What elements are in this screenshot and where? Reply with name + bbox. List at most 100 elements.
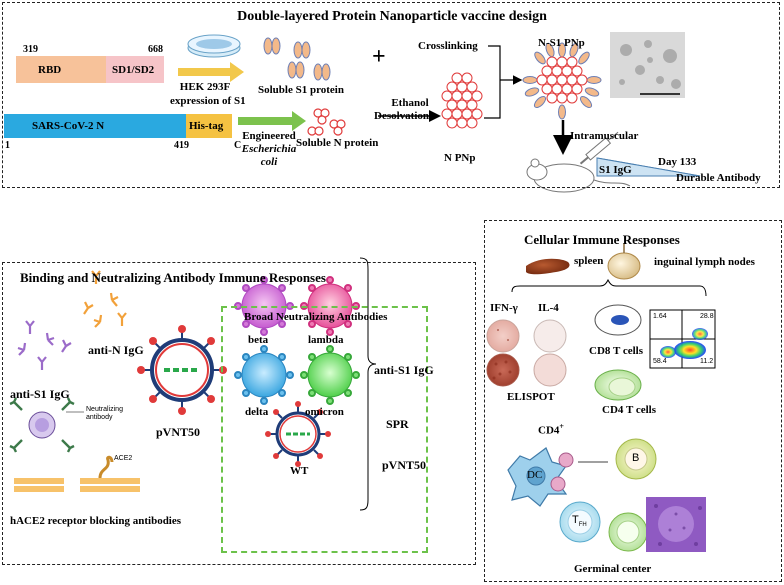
anti-s1-antibodies-icon bbox=[17, 320, 72, 370]
ns1-label: N-S1 PNp bbox=[538, 37, 585, 49]
cd8-tcell-icon bbox=[594, 304, 642, 336]
virus-omicron-icon bbox=[300, 345, 360, 405]
sars-label: SARS-CoV-2 N bbox=[32, 120, 105, 132]
cd4-tcell-icon bbox=[594, 369, 642, 401]
hek-arrow bbox=[178, 62, 244, 82]
mouse-icon bbox=[526, 158, 631, 193]
spr-label: SPR bbox=[386, 417, 409, 431]
ifn-label: IFN-γ bbox=[490, 302, 518, 314]
elispot-wells-icon bbox=[486, 319, 567, 387]
virus-wt-icon bbox=[265, 401, 331, 467]
elispot-label: ELISPOT bbox=[507, 391, 555, 403]
cd4plus-sup: + bbox=[559, 422, 564, 431]
facs-q2: 28.8 bbox=[700, 313, 714, 320]
ecoli-arrow bbox=[238, 111, 306, 131]
dc-label: DC bbox=[527, 469, 543, 481]
lymph-label: inguinal lymph nodes bbox=[654, 256, 755, 268]
hek-label-1: HEK 293F bbox=[179, 81, 231, 93]
cd4plus-text: CD4 bbox=[538, 424, 560, 437]
pos-c: C bbox=[234, 140, 242, 151]
spleen-icon bbox=[526, 258, 570, 275]
n-protein-icons bbox=[307, 108, 346, 136]
cellular-title: Cellular Immune Responses bbox=[524, 232, 680, 247]
binding-title: Binding and Neutralizing Antibody Immune… bbox=[20, 270, 326, 285]
lymph-node-icon bbox=[607, 243, 641, 280]
virus-delta-icon bbox=[234, 345, 294, 405]
anti-n-label: anti-N IgG bbox=[88, 343, 144, 357]
broad-pvnt-label: pVNT50 bbox=[382, 458, 427, 472]
s1igg-label: S1 IgG bbox=[599, 164, 632, 176]
neutralizing-label-2: antibody bbox=[86, 414, 113, 421]
facs-q4: 11.2 bbox=[700, 358, 714, 365]
pvnt-label: pVNT50 bbox=[156, 425, 201, 439]
n-pnp-icon bbox=[441, 72, 483, 129]
intramuscular-label: Intramuscular bbox=[570, 130, 639, 142]
sd-bar: SD1/SD2 bbox=[106, 56, 164, 83]
cd4plus-label: CD4+ bbox=[538, 422, 564, 437]
binding-panel bbox=[2, 262, 476, 565]
ace2-membrane-icon bbox=[14, 455, 140, 492]
il4-label: IL-4 bbox=[538, 302, 559, 314]
neutralizing-label-1: Neutralizing bbox=[86, 406, 123, 413]
his-label: His-tag bbox=[189, 120, 224, 132]
ace2-label: ACE2 bbox=[114, 455, 133, 462]
ethanol-label-1: Ethanol bbox=[391, 97, 429, 109]
eng-label-1: Engineered bbox=[242, 130, 296, 142]
neutralizing-antibody-icon bbox=[9, 397, 84, 453]
soluble-s1-label: Soluble S1 protein bbox=[258, 84, 344, 96]
pos-319: 319 bbox=[23, 44, 38, 55]
tfh-sub: FH bbox=[578, 522, 587, 529]
hek-label-2: expression of S1 bbox=[170, 95, 246, 107]
eng-label-3: coli bbox=[260, 156, 278, 168]
sd-label: SD1/SD2 bbox=[112, 63, 155, 76]
facs-plot bbox=[649, 309, 716, 369]
broad-panel bbox=[221, 306, 428, 553]
gc-b-cell-icon bbox=[608, 512, 648, 552]
broad-title: Broad Neutralizing Antibodies bbox=[244, 311, 388, 323]
durable-label: Durable Antibody bbox=[676, 172, 761, 184]
pos-1: 1 bbox=[5, 140, 10, 151]
b-cell-icon bbox=[615, 438, 657, 480]
eng-label-2: Escherichia bbox=[241, 143, 297, 155]
top-title: Double-layered Protein Nanoparticle vacc… bbox=[237, 9, 547, 24]
sars-bar: SARS-CoV-2 N bbox=[4, 114, 186, 138]
hace2-label: hACE2 receptor blocking antibodies bbox=[10, 515, 182, 527]
lambda-label: lambda bbox=[308, 334, 344, 346]
his-bar: His-tag bbox=[186, 114, 232, 138]
soluble-n-label: Soluble N protein bbox=[296, 137, 379, 149]
plus-sign: + bbox=[372, 44, 386, 70]
petri-dish-icon bbox=[187, 34, 241, 58]
germinal-center-image bbox=[646, 497, 706, 552]
b-cell-label: B bbox=[632, 452, 640, 464]
germinal-label: Germinal center bbox=[574, 563, 652, 575]
delta-label: delta bbox=[245, 406, 269, 418]
pos-668: 668 bbox=[148, 44, 163, 55]
anti-n-antibodies-icon bbox=[83, 270, 127, 328]
npnp-label: N PNp bbox=[444, 152, 476, 164]
tfh-label: TFH bbox=[572, 514, 587, 528]
broad-anti-s1-label: anti-S1 IgG bbox=[374, 363, 434, 377]
cd8-label: CD8 T cells bbox=[589, 345, 643, 357]
crosslinking-label: Crosslinking bbox=[418, 40, 478, 52]
pvnt-virion-icon bbox=[137, 325, 227, 415]
day-label: Day 133 bbox=[658, 156, 697, 168]
tfh-text: T bbox=[572, 514, 579, 526]
facs-q1: 1.64 bbox=[653, 313, 667, 320]
s1-protein-icons bbox=[263, 37, 331, 81]
wt-label: WT bbox=[290, 465, 309, 477]
ethanol-label-2: Desolvation bbox=[374, 110, 429, 122]
beta-label: beta bbox=[248, 334, 269, 346]
rbd-label: RBD bbox=[38, 63, 62, 76]
omicron-label: omicron bbox=[305, 406, 344, 418]
facs-q3: 58.4 bbox=[653, 358, 667, 365]
pos-419: 419 bbox=[174, 140, 189, 151]
n-s1-pnp-icon bbox=[522, 42, 602, 120]
syringe-icon bbox=[579, 131, 619, 165]
anti-s1-label: anti-S1 IgG bbox=[10, 387, 70, 401]
cd4-label: CD4 T cells bbox=[602, 404, 656, 416]
cellular-panel bbox=[484, 220, 782, 582]
dendritic-cell-icon bbox=[507, 447, 574, 507]
spleen-label: spleen bbox=[574, 255, 604, 267]
top-panel bbox=[2, 2, 780, 188]
